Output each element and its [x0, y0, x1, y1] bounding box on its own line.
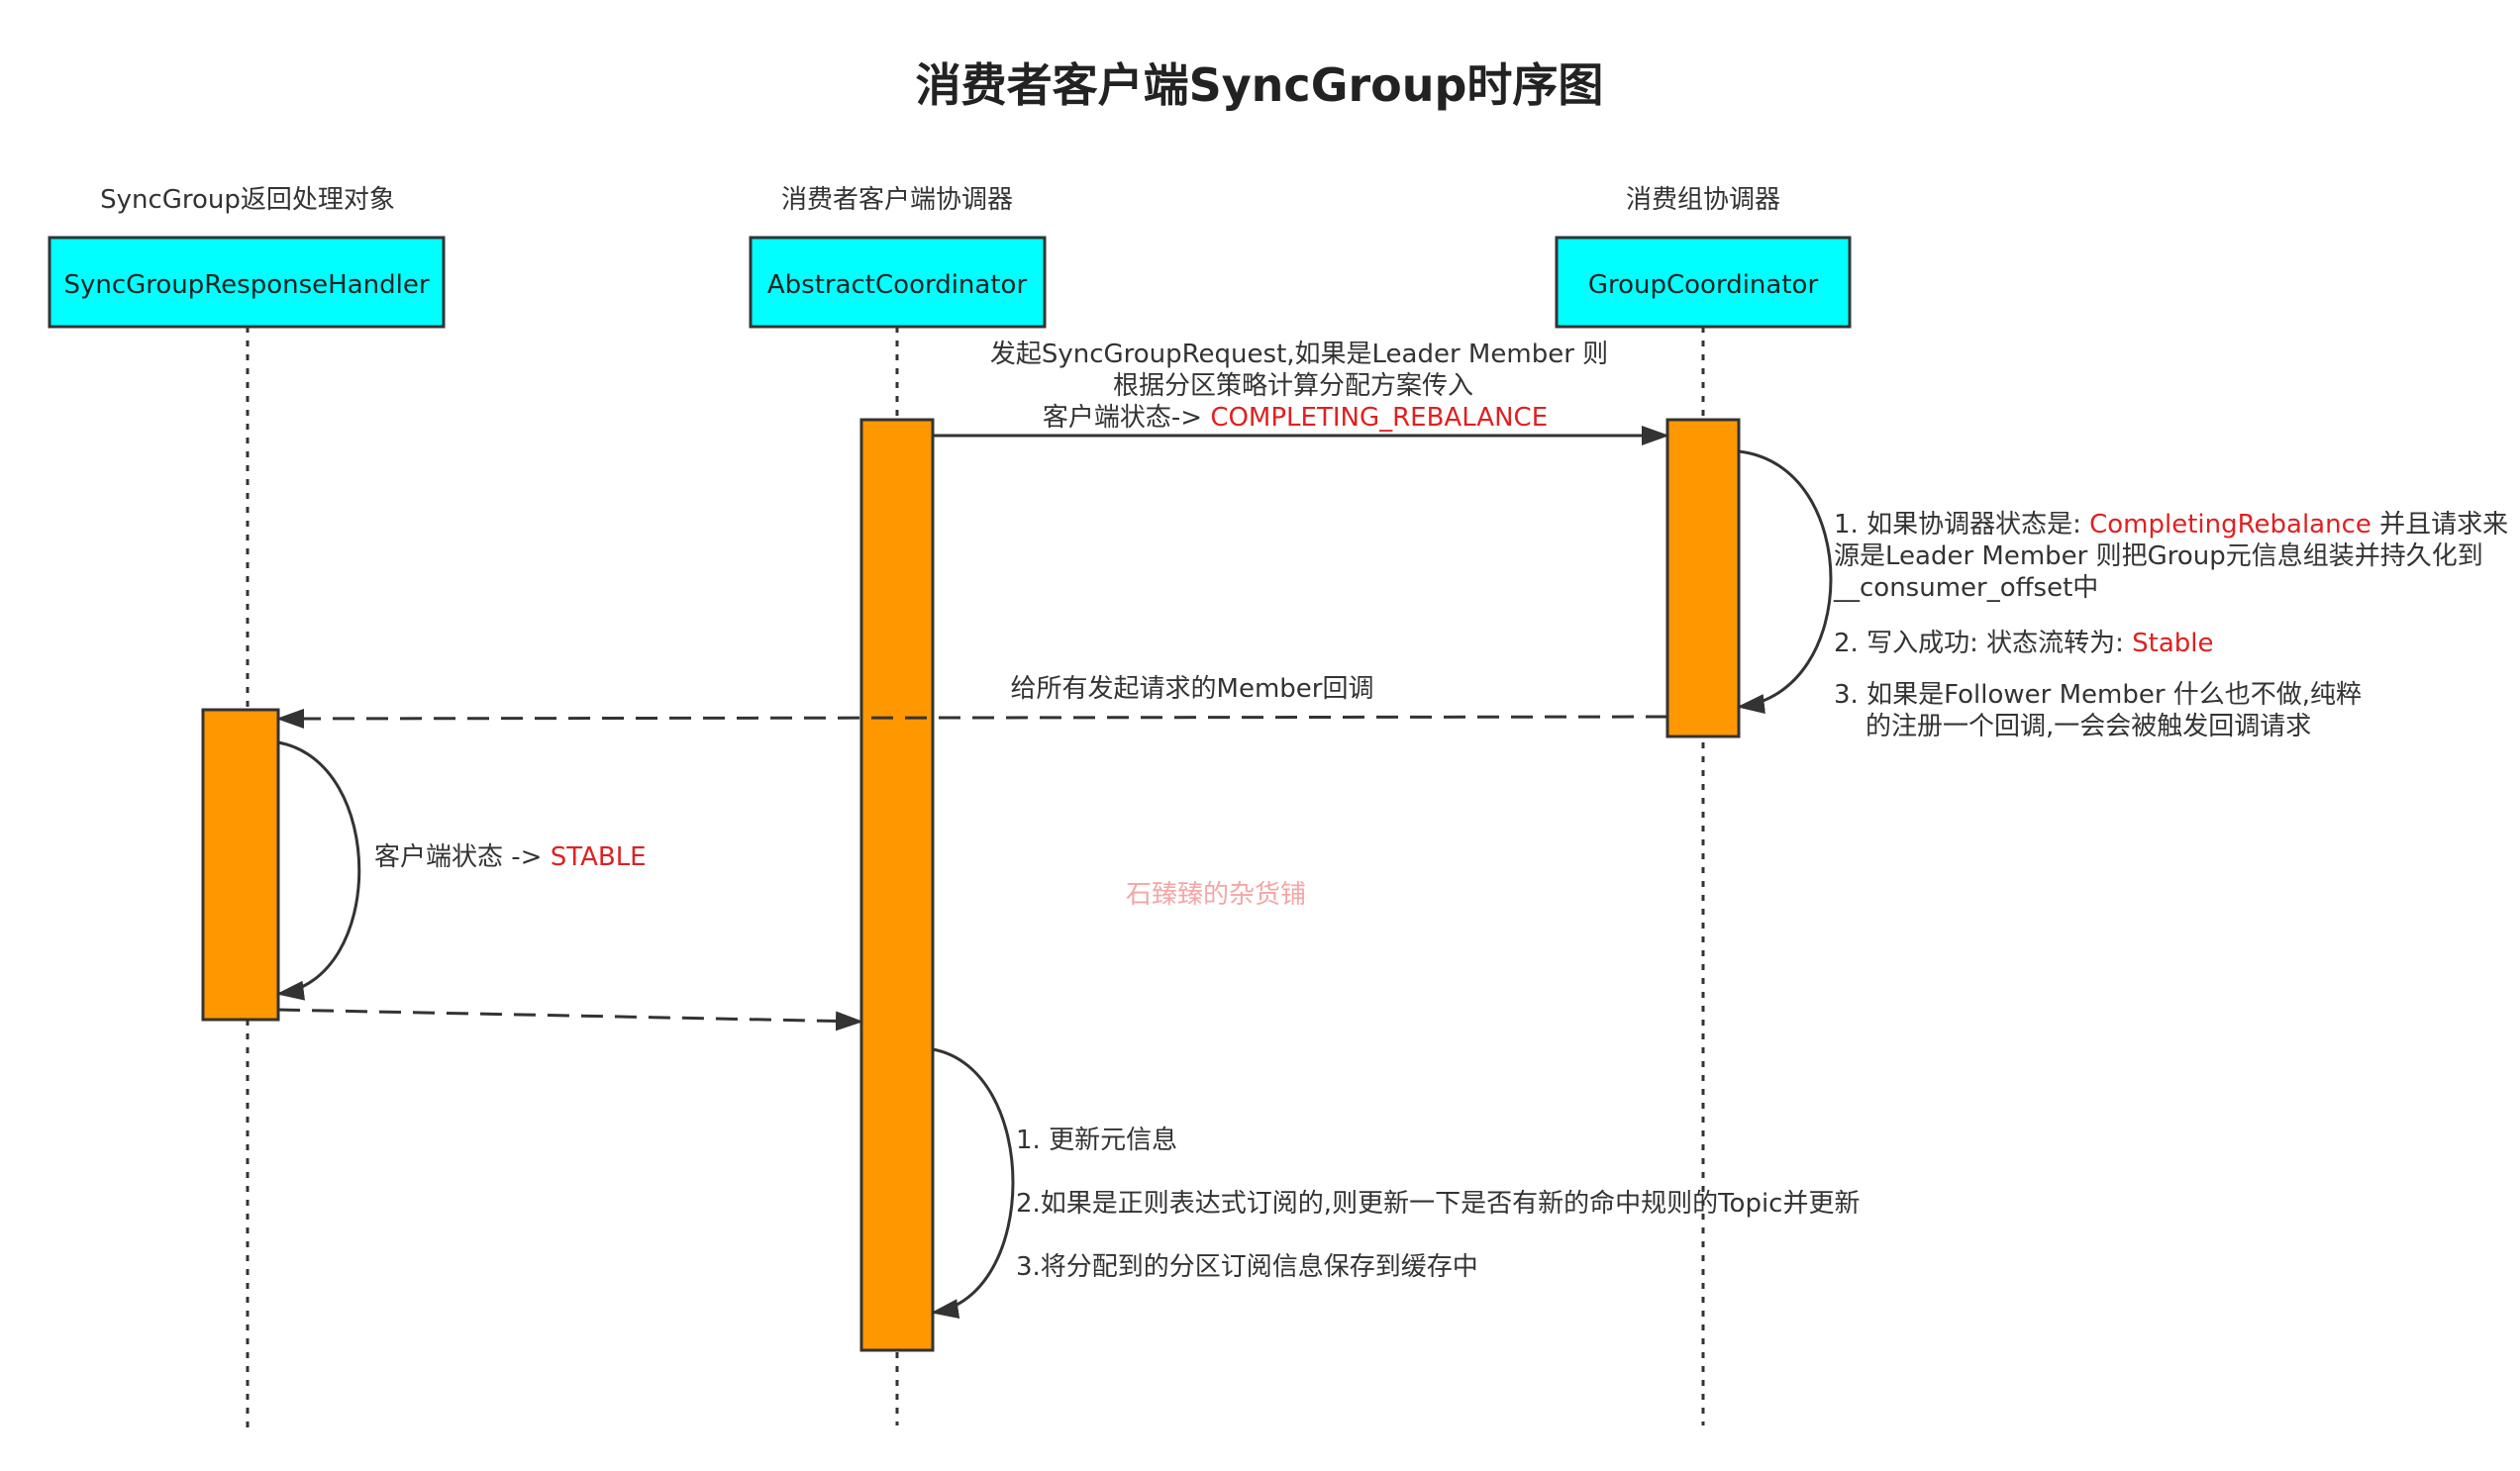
gc-note-3-line2: 的注册一个回调,一会会被触发回调请求: [1865, 712, 2311, 741]
client-state-highlight: STABLE: [551, 842, 647, 872]
group-coordinator-self-loop: [1737, 449, 1833, 714]
participant-name-abstract-coordinator: AbstractCoordinator: [767, 270, 1028, 300]
activation-group-coordinator: [1665, 418, 1741, 738]
sync-request-label-line1: 发起SyncGroupRequest,如果是Leader Member 则: [990, 340, 1608, 369]
ac-note-3: 3.将分配到的分区订阅信息保存到缓存中: [1016, 1252, 1478, 1282]
participant-abstract-coordinator: AbstractCoordinator: [749, 236, 1047, 329]
callback-label: 给所有发起请求的Member回调: [1011, 674, 1374, 704]
gc-note-2: 2. 写入成功: 状态流转为: Stable: [1834, 629, 2213, 658]
participant-role-group-coordinator: 消费组协调器: [1626, 185, 1780, 215]
participant-name-group-coordinator: GroupCoordinator: [1588, 270, 1819, 300]
activation-response-handler: [201, 708, 280, 1022]
gc-note-2-highlight: Stable: [2132, 629, 2213, 658]
client-state-prefix: 客户端状态 ->: [374, 842, 551, 872]
client-state-label: 客户端状态 -> STABLE: [374, 842, 647, 872]
activation-abstract-coordinator: [859, 418, 935, 1352]
sync-request-label-line3: 客户端状态-> COMPLETING_REBALANCE: [1043, 403, 1548, 433]
participant-name-response-handler: SyncGroupResponseHandler: [63, 270, 429, 300]
response-handler-self-loop: [276, 740, 361, 1001]
gc-note-1-prefix: 1. 如果协调器状态是:: [1834, 510, 2089, 539]
ac-note-1: 1. 更新元信息: [1016, 1126, 1177, 1155]
sync-request-label-line2: 根据分区策略计算分配方案传入: [1113, 371, 1473, 401]
gc-note-1-line2: 源是Leader Member 则把Group元信息组装并持久化到: [1834, 541, 2483, 571]
diagram-title: 消费者客户端SyncGroup时序图: [916, 58, 1604, 112]
participant-group-coordinator: GroupCoordinator: [1555, 236, 1852, 329]
gc-note-1-suffix: 并且请求来: [2371, 510, 2508, 539]
ac-note-2: 2.如果是正则表达式订阅的,则更新一下是否有新的命中规则的Topic并更新: [1016, 1189, 1860, 1219]
sync-request-state-prefix: 客户端状态->: [1043, 403, 1210, 433]
participant-response-handler: SyncGroupResponseHandler: [48, 236, 446, 329]
participant-role-abstract-coordinator: 消费者客户端协调器: [781, 185, 1013, 215]
gc-note-3-line1: 3. 如果是Follower Member 什么也不做,纯粹: [1834, 680, 2362, 710]
gc-note-1-highlight: CompletingRebalance: [2089, 510, 2371, 539]
sync-request-state-highlight: COMPLETING_REBALANCE: [1210, 403, 1548, 433]
return-arrow: [277, 1008, 863, 1031]
abstract-coordinator-self-loop: [931, 1047, 1015, 1320]
gc-note-2-prefix: 2. 写入成功: 状态流转为:: [1834, 629, 2132, 658]
participant-role-response-handler: SyncGroup返回处理对象: [100, 185, 395, 215]
gc-note-1-line1: 1. 如果协调器状态是: CompletingRebalance 并且请求来: [1834, 510, 2508, 539]
gc-note-1-line3: __consumer_offset中: [1833, 573, 2098, 603]
callback-arrow: [276, 708, 1668, 729]
watermark: 石臻臻的杂货铺: [1126, 880, 1306, 910]
